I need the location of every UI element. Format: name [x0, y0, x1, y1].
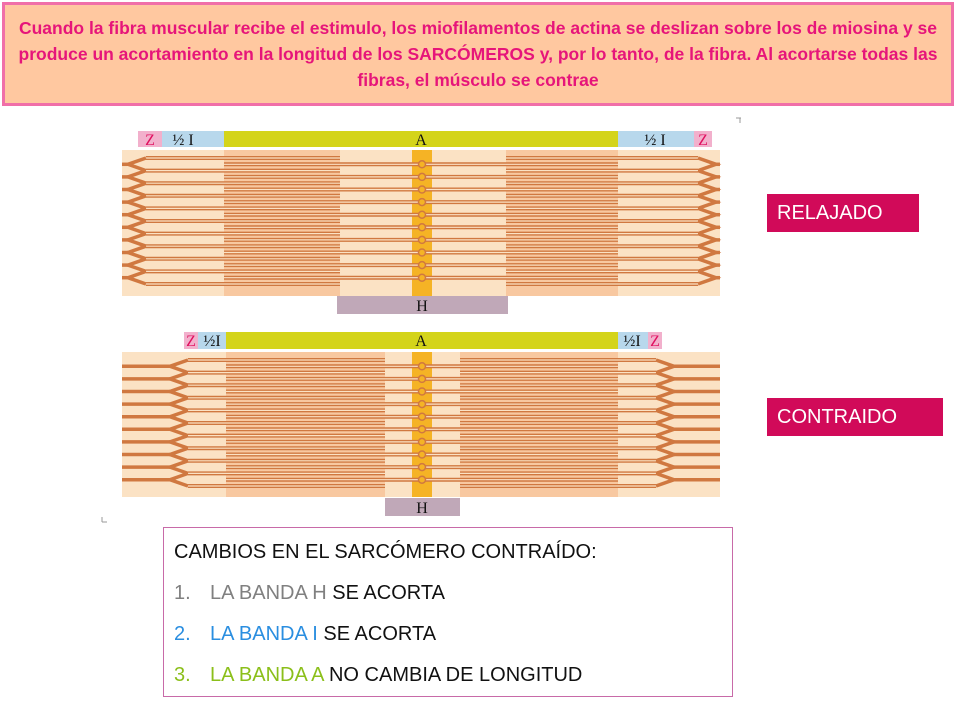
relaxed-i-right-band — [618, 131, 694, 147]
contracted-h-bar — [385, 498, 460, 516]
change-item-3: 3. LA BANDA A NO CAMBIA DE LONGITUD — [174, 661, 722, 702]
contracted-m-node — [417, 475, 427, 484]
change-item-3-number: 3. — [174, 664, 191, 686]
change-item-2: 2. LA BANDA I SE ACORTA — [174, 620, 722, 661]
relaxed-sarcomere: Z ½ I A ½ I Z H — [122, 131, 722, 315]
relaxed-m-node — [417, 210, 427, 219]
relaxed-z-right-band — [694, 131, 712, 147]
contracted-z-left-band — [184, 332, 198, 349]
relaxed-half-i-right-label: ½ I — [644, 132, 665, 149]
relaxed-m-node — [417, 185, 427, 194]
relaxed-m-node — [417, 260, 427, 270]
relaxed-i-left-band — [162, 131, 224, 147]
contracted-h-label: H — [416, 500, 428, 517]
contracted-i-left-band — [198, 332, 226, 349]
contracted-m-node — [417, 425, 427, 434]
change-item-1-band: LA BANDA H — [210, 582, 327, 604]
contracted-m-node — [417, 399, 427, 409]
change-item-3-band: LA BANDA A — [210, 664, 324, 686]
contracted-z-right-label: Z — [650, 333, 660, 350]
change-item-1-number: 1. — [174, 582, 191, 604]
contracted-m-node — [417, 374, 427, 384]
contracted-m-line — [412, 352, 432, 497]
relaxed-z-left-label: Z — [145, 132, 155, 149]
header-text: Cuando la fibra muscular recibe el estim… — [18, 18, 938, 90]
contracted-i-right-band — [618, 332, 648, 349]
relaxed-m-node — [417, 248, 427, 257]
contracted-m-node — [417, 362, 427, 371]
relaxed-m-node — [417, 235, 427, 245]
contracted-m-node — [417, 462, 427, 472]
relaxed-h-bar — [337, 296, 508, 314]
contracted-z-left-label: Z — [186, 333, 196, 350]
change-item-2-number: 2. — [174, 623, 191, 645]
relaxed-a-label: A — [415, 132, 427, 149]
relaxed-z-right-label: Z — [698, 132, 708, 149]
change-item-2-rest: SE ACORTA — [317, 623, 437, 645]
change-item-2-band: LA BANDA I — [210, 623, 318, 645]
relaxed-m-node — [417, 197, 427, 207]
relaxed-h-label: H — [416, 298, 428, 315]
contracted-z-right-band — [648, 332, 662, 349]
changes-title: CAMBIOS EN EL SARCÓMERO CONTRAÍDO: — [174, 541, 597, 563]
relaxed-a-band — [224, 131, 618, 147]
contracted-filaments — [122, 358, 720, 488]
contracted-m-node — [417, 387, 427, 396]
contracted-m-node — [417, 412, 427, 421]
contracted-m-node — [417, 450, 427, 459]
header-box: Cuando la fibra muscular recibe el estim… — [2, 2, 954, 106]
change-item-3-rest: NO CAMBIA DE LONGITUD — [323, 664, 583, 686]
changes-box: CAMBIOS EN EL SARCÓMERO CONTRAÍDO: 1. LA … — [163, 527, 733, 697]
contracted-a-band — [226, 332, 618, 349]
relaxed-filaments — [122, 156, 722, 286]
change-item-1-rest: SE ACORTA — [326, 582, 445, 604]
change-item-1: 1. LA BANDA H SE ACORTA — [174, 579, 722, 620]
contracted-half-i-left-label: ½I — [203, 333, 220, 350]
contracted-sarcomere: Z ½I A ½I Z H — [122, 332, 720, 517]
relaxed-m-node — [417, 273, 427, 282]
relaxed-state-label: RELAJADO — [767, 194, 919, 232]
relaxed-z-left-band — [138, 131, 162, 147]
contracted-m-node — [417, 437, 427, 447]
contracted-half-i-right-label: ½I — [623, 333, 640, 350]
relaxed-m-line — [412, 150, 432, 296]
contracted-a-label: A — [415, 333, 427, 350]
relaxed-half-i-left-label: ½ I — [172, 132, 193, 149]
relaxed-m-node — [417, 160, 427, 169]
relaxed-m-node — [417, 223, 427, 232]
contracted-state-label: CONTRAIDO — [767, 398, 943, 436]
relaxed-m-node — [417, 172, 427, 182]
